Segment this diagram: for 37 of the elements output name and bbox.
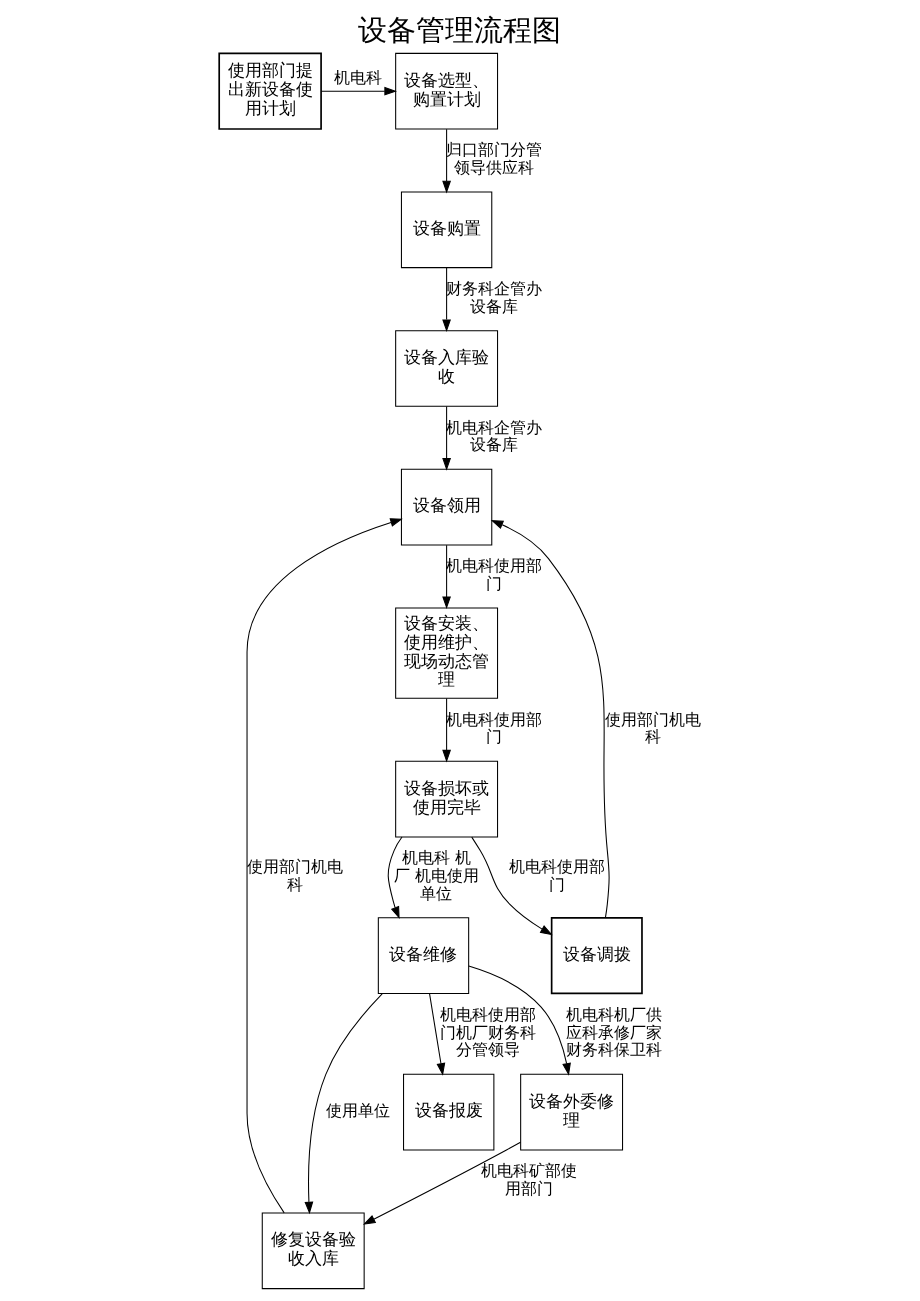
node-box: 设备入库验收 bbox=[395, 330, 499, 407]
edge-label: 使用部门机电科 bbox=[605, 709, 702, 747]
arrow bbox=[246, 518, 403, 1214]
arrow bbox=[387, 836, 403, 920]
arrow bbox=[362, 1141, 522, 1225]
edge-label: 机电科使用部门机厂财务科分管领导 bbox=[440, 1004, 537, 1060]
arrow bbox=[442, 405, 451, 471]
arrow bbox=[442, 128, 451, 194]
edge-label: 机电科机厂供应科承修厂家财务科保卫科 bbox=[566, 1004, 663, 1060]
node-box: 设备领用 bbox=[400, 468, 493, 546]
arrow bbox=[490, 520, 610, 919]
node-box: 设备维修 bbox=[377, 917, 470, 994]
node-box: 设备报废 bbox=[403, 1073, 495, 1151]
node-box: 设备外委修理 bbox=[520, 1073, 624, 1151]
node-box: 修复设备验收入库 bbox=[261, 1212, 365, 1290]
arrow bbox=[442, 267, 451, 333]
edge-label: 归口部门分管领导供应科 bbox=[446, 140, 543, 178]
node-box: 设备调拨 bbox=[550, 917, 643, 995]
arrow bbox=[468, 965, 571, 1076]
arrow bbox=[429, 993, 446, 1076]
arrow bbox=[442, 698, 451, 763]
node-box: 设备安装、使用维护、现场动态管理 bbox=[395, 607, 499, 699]
edge-label: 机电科 bbox=[334, 67, 383, 87]
edge-label: 机电科矿部使用部门 bbox=[481, 1161, 578, 1199]
arrow bbox=[320, 86, 397, 96]
edge-label: 机电科使用部门 bbox=[509, 857, 606, 894]
node-box: 设备选型、购置计划 bbox=[395, 52, 499, 130]
edge-label: 机电科 机厂 机电使用单位 bbox=[393, 848, 479, 903]
edge-label: 财务科企管办设备库 bbox=[446, 278, 543, 316]
arrow bbox=[304, 993, 383, 1215]
edge-label: 使用单位 bbox=[325, 1100, 390, 1120]
node-box: 设备购置 bbox=[400, 191, 493, 269]
node-box: 设备损坏或使用完毕 bbox=[395, 760, 499, 838]
node-box: 使用部门提出新设备使用计划 bbox=[218, 52, 322, 130]
diagram-title: 设备管理流程图 bbox=[358, 13, 562, 48]
arrow bbox=[471, 836, 553, 936]
arrow bbox=[442, 544, 451, 610]
